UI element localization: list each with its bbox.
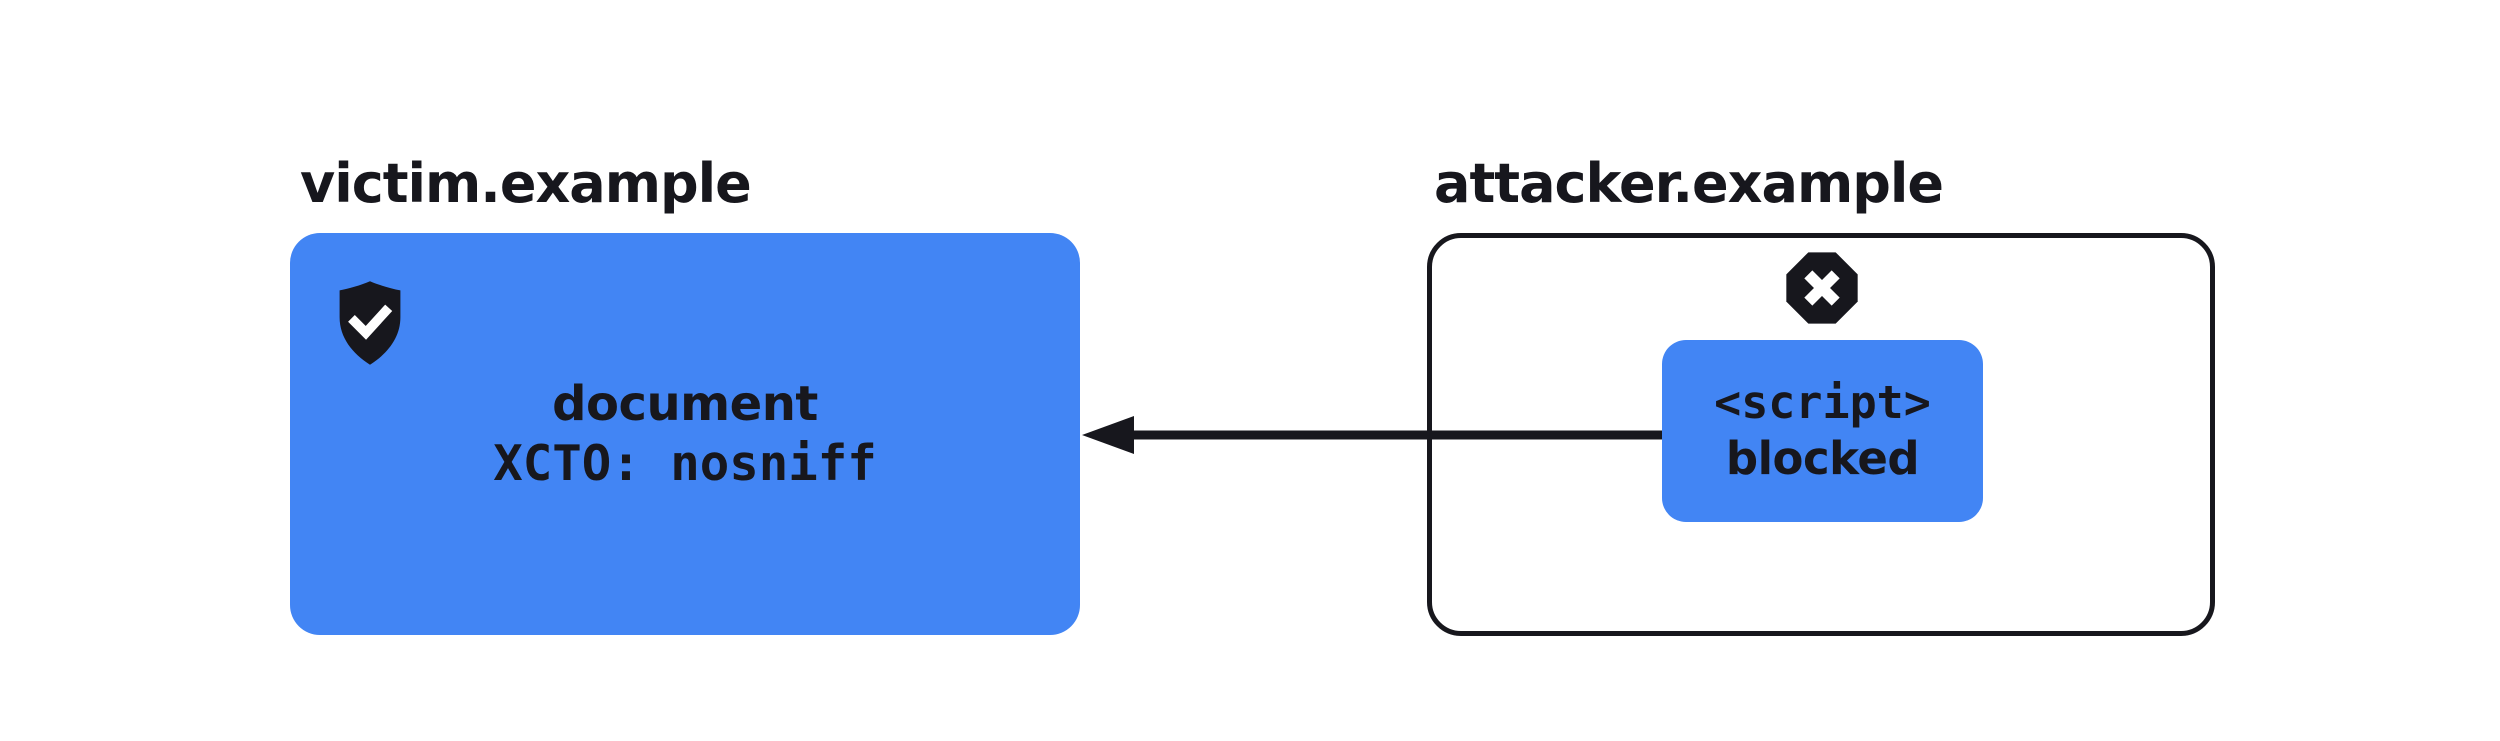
- blocked-label: blocked: [1725, 432, 1920, 485]
- victim-document-box: document XCTO: nosniff: [290, 233, 1080, 635]
- victim-domain-label: victim.example: [300, 152, 752, 215]
- victim-box-text: document XCTO: nosniff: [290, 233, 1080, 635]
- xcto-nosniff-header-label: XCTO: nosniff: [493, 435, 877, 492]
- document-label: document: [552, 376, 818, 432]
- arrow-left-icon: [1080, 412, 1662, 458]
- shield-check-icon: [332, 278, 408, 368]
- script-box-text: <script> blocked: [1662, 340, 1983, 522]
- octagon-x-icon: [1782, 248, 1862, 328]
- script-blocked-box: <script> blocked: [1662, 340, 1983, 522]
- attacker-domain-label: attacker.example: [1434, 152, 1944, 215]
- script-tag-label: <script>: [1714, 376, 1931, 429]
